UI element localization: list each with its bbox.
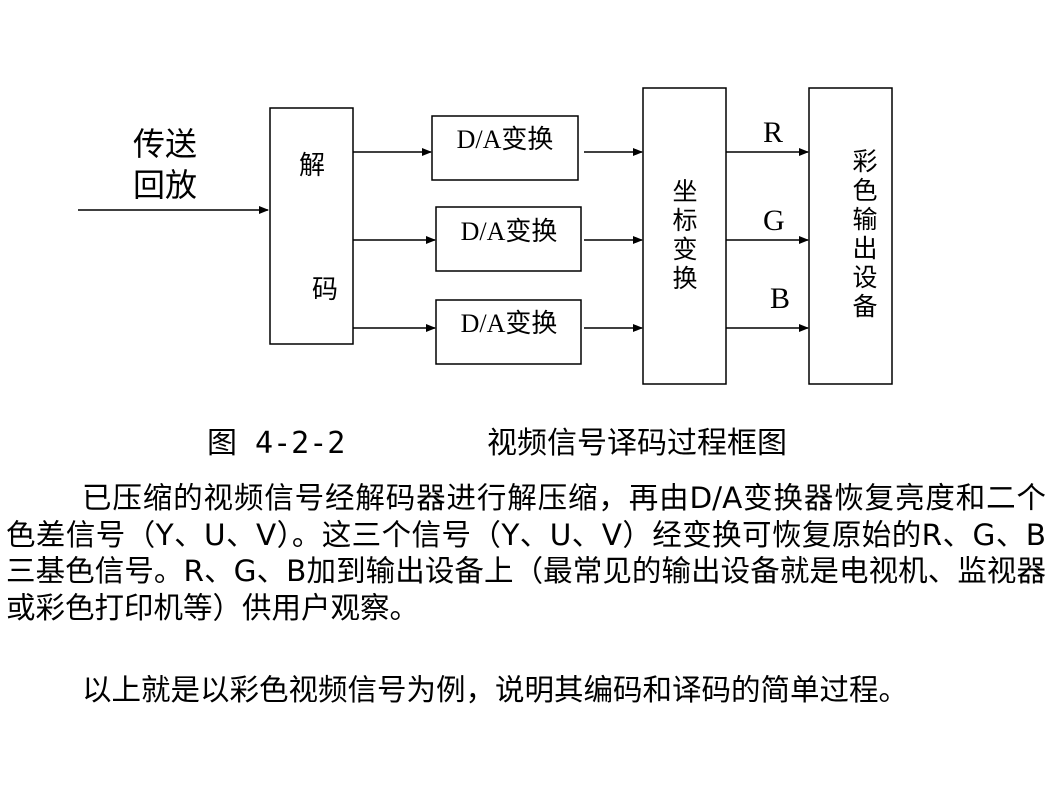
coord-label-char-2: 标 bbox=[672, 206, 697, 235]
body-paragraph-1: 已压缩的视频信号经解码器进行解压缩，再由D/A变换器恢复亮度和二个色差信号（Y、… bbox=[6, 481, 1046, 625]
output-label-char-2: 色 bbox=[852, 176, 877, 205]
decoder-block bbox=[269, 107, 354, 345]
output-label-char-6: 备 bbox=[852, 292, 877, 321]
figure-title: 视频信号译码过程框图 bbox=[487, 426, 787, 461]
body-paragraph-2: 以上就是以彩色视频信号为例，说明其编码和译码的简单过程。 bbox=[82, 673, 909, 707]
output-device-block bbox=[808, 87, 893, 385]
coordinate-transform-block bbox=[642, 87, 727, 385]
decoder-label-char2: 码 bbox=[312, 275, 338, 305]
signal-b-label: B bbox=[770, 282, 790, 315]
da-converter-block-1 bbox=[431, 115, 579, 181]
da-converter-block-3 bbox=[435, 299, 582, 365]
da-converter-block-2 bbox=[435, 206, 582, 272]
da-label-3: D/A变换 bbox=[461, 309, 558, 338]
output-label-char-4: 出 bbox=[852, 234, 877, 263]
coord-label-char-4: 换 bbox=[672, 264, 697, 293]
da-label-1: D/A变换 bbox=[457, 125, 554, 154]
figure-number: 图 4-2-2 bbox=[207, 426, 346, 461]
output-label-char-1: 彩 bbox=[852, 147, 877, 176]
input-label-line2: 回放 bbox=[133, 166, 197, 204]
output-label-char-5: 设 bbox=[852, 263, 877, 292]
da-label-2: D/A变换 bbox=[461, 217, 558, 246]
signal-r-label: R bbox=[763, 116, 783, 149]
input-label-line1: 传送 bbox=[133, 125, 197, 163]
coord-label-char-1: 坐 bbox=[672, 177, 697, 206]
signal-g-label: G bbox=[763, 204, 785, 237]
coord-label-char-3: 变 bbox=[672, 235, 697, 264]
decoder-label-char1: 解 bbox=[299, 151, 325, 181]
output-label-char-3: 输 bbox=[852, 205, 877, 234]
